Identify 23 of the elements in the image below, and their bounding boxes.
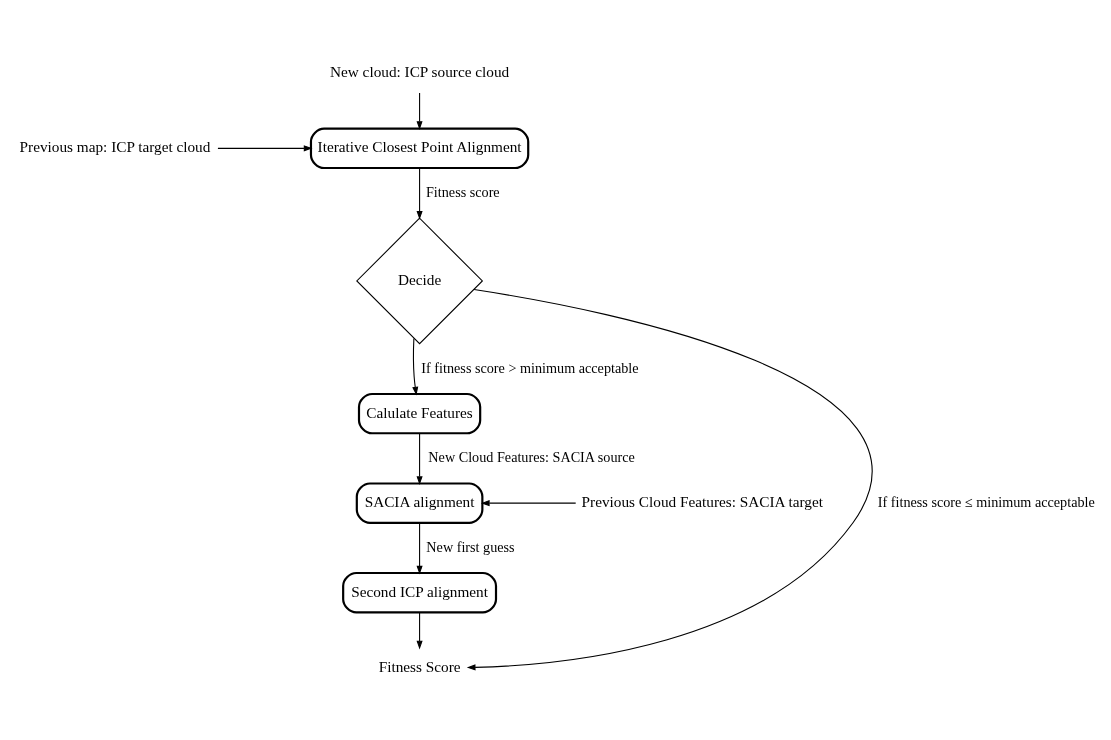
edge-label: Fitness score — [425, 183, 500, 200]
arrow — [416, 167, 423, 220]
node-text: New cloud: ICP source cloud — [329, 62, 510, 80]
arrow — [412, 337, 419, 396]
edge-label: If fitness score ≤ minimum acceptable — [877, 493, 1095, 510]
node-diamond: Decide — [356, 216, 484, 345]
node-text: Previous Cloud Features: SACIA target — [581, 492, 824, 510]
edge-label: If fitness score > minimum acceptable — [421, 359, 639, 376]
node-text: Fitness Score — [378, 657, 461, 675]
arrow — [480, 499, 577, 506]
arrow — [217, 144, 313, 151]
node-box: Iterative Closest Point Alignment — [309, 127, 530, 169]
node-box: SACIA alignment — [355, 481, 484, 524]
arrow — [416, 611, 423, 649]
node-box: Calulate Features — [357, 392, 482, 434]
arrow — [466, 288, 872, 670]
arrow — [416, 522, 423, 575]
arrow — [416, 91, 423, 130]
arrow — [416, 432, 423, 485]
node-box: Second ICP alignment — [342, 571, 498, 613]
edge-label: New Cloud Features: SACIA source — [428, 448, 635, 465]
node-text: Previous map: ICP target cloud — [19, 137, 211, 155]
edge-label: New first guess — [426, 538, 515, 555]
